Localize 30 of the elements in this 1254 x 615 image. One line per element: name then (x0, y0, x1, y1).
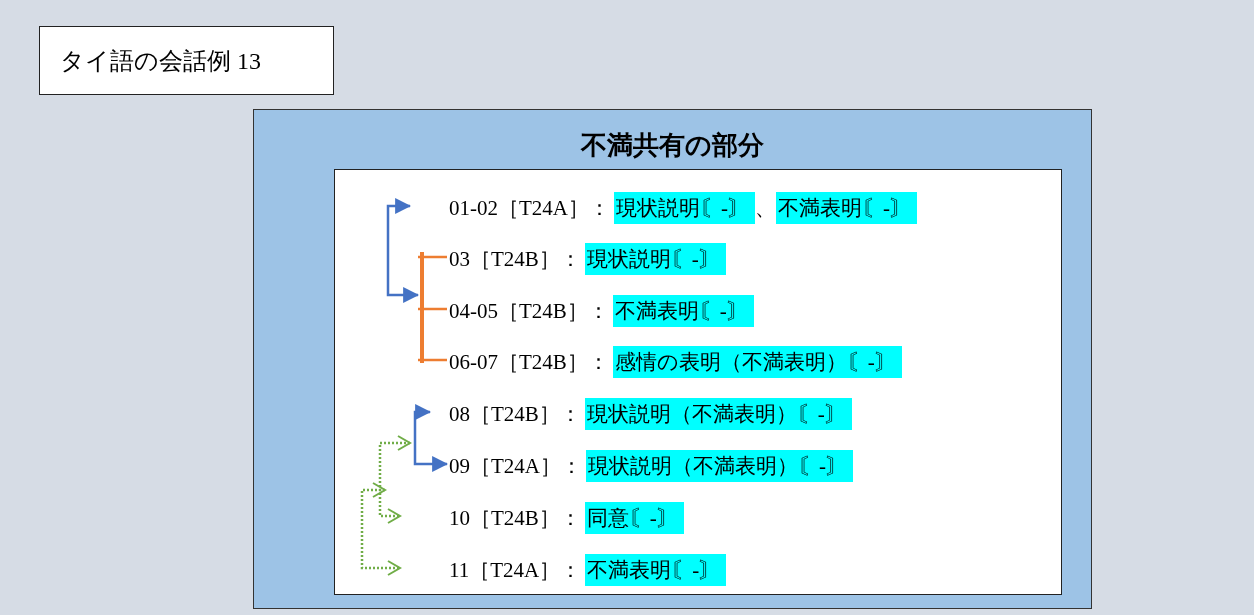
utterance-label: 01-02［T24A］： (449, 195, 611, 222)
title-box: タイ語の会話例 13 (39, 26, 334, 95)
section-panel (253, 109, 1092, 609)
highlighted-tag: 不満表明〘-〙 (612, 295, 754, 327)
bracket-line (418, 307, 447, 311)
bracket-arrow (413, 404, 449, 472)
highlighted-tag: 現状説明〘-〙 (584, 243, 726, 275)
bracket-line (418, 255, 447, 259)
highlighted-tag: 不満表明〘-〙 (585, 554, 727, 586)
utterance-label: 04-05［T24B］： (449, 298, 610, 325)
utterance-label: 08［T24B］： (449, 401, 582, 428)
content-panel (334, 169, 1062, 595)
highlighted-tag: 感情の表明（不満表明）〘-〙 (612, 346, 902, 378)
highlighted-tag: 現状説明〘-〙 (614, 192, 755, 224)
bracket-arrow (386, 198, 420, 303)
utterance-label: 03［T24B］： (449, 246, 582, 273)
highlighted-tag: 現状説明（不満表明）〘-〙 (586, 450, 853, 482)
utterance-label: 11［T24A］： (449, 557, 583, 584)
utterance-label: 06-07［T24B］： (449, 349, 610, 376)
highlighted-tag: 同意〘-〙 (584, 502, 684, 534)
section-heading: 不満共有の部分 (581, 129, 764, 162)
dotted-bracket-arrow (360, 482, 401, 576)
highlighted-tag: 現状説明（不満表明）〘-〙 (584, 398, 852, 430)
bracket-line (418, 358, 447, 362)
utterance-label: 10［T24B］： (449, 505, 582, 532)
bracket-bar (420, 252, 424, 363)
separator-text: 、 (755, 195, 776, 222)
utterance-label: 09［T24A］： (449, 453, 583, 480)
dotted-bracket-arrow (378, 435, 411, 524)
highlighted-tag: 不満表明〘-〙 (776, 192, 917, 224)
